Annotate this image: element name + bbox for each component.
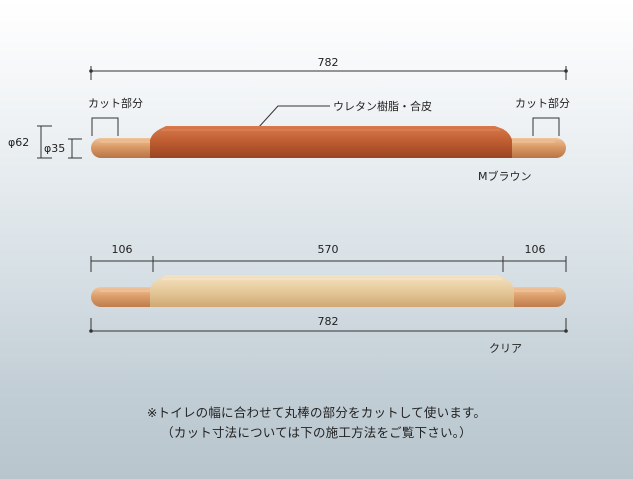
usage-note-line1: ※トイレの幅に合わせて丸棒の部分をカットして使います。 (146, 405, 487, 420)
diameter-outer-label: φ62 (8, 136, 29, 149)
top-pad-brown (150, 126, 512, 158)
cut-label-right: カット部分 (515, 96, 570, 110)
diameter-indicator (37, 125, 82, 159)
material-label: ウレタン樹脂・合皮 (333, 99, 432, 113)
bottom-color-label: クリア (489, 342, 522, 355)
bottom-segment-dimensions (90, 256, 567, 272)
bottom-right-length-label: 106 (525, 243, 546, 256)
top-dimension-782 (90, 66, 567, 80)
usage-note-line2: （カット寸法については下の施工方法をご覧下さい。） (161, 425, 472, 440)
top-color-label: Mブラウン (478, 169, 532, 183)
cut-bracket-right (532, 117, 560, 136)
material-leader-line (257, 105, 330, 129)
bottom-left-length-label: 106 (112, 243, 133, 256)
bottom-pad-clear (150, 275, 514, 307)
bottom-center-length-label: 570 (318, 243, 339, 256)
dim-dot (564, 329, 568, 333)
dim-dot (89, 69, 93, 73)
top-total-length-label: 782 (318, 56, 339, 69)
bottom-total-length-label: 782 (318, 315, 339, 328)
dim-dot (564, 69, 568, 73)
diameter-inner-label: φ35 (44, 142, 65, 155)
cut-bracket-left (91, 117, 119, 136)
cut-label-left: カット部分 (88, 96, 143, 110)
dim-dot (89, 329, 93, 333)
